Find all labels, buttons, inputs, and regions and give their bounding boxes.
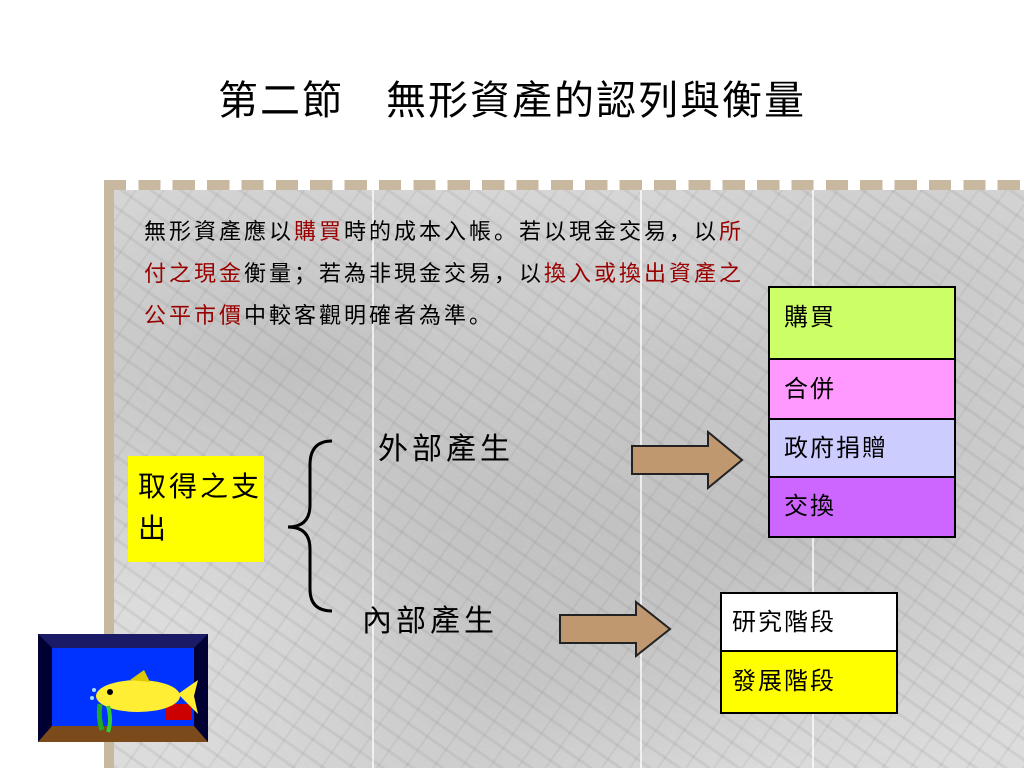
external-label: 外部產生 [378,432,514,467]
intro-highlight: 所付之現金 [144,220,745,287]
intro-text: 時的成本入帳。若以現金交易，以 [344,220,720,245]
curly-brace [287,439,333,613]
internal-list: 研究階段 發展階段 [720,592,898,714]
intro-text: 無形資產應以 [144,220,295,245]
intro-text: 衡量；若為非現金交易，以 [244,262,545,287]
intro-text: 中較客觀明確者為準。 [244,304,495,329]
arrow-right-icon [559,600,672,658]
internal-item-development: 發展階段 [722,652,896,712]
fish-tank-icon [38,634,208,742]
source-box: 取得之支出 [128,456,264,562]
external-item-exchange: 交換 [770,478,954,536]
slide-title: 第二節 無形資產的認列與衡量 [218,78,806,124]
intro-highlight: 購買 [294,220,345,245]
arrow-right-icon [631,430,744,490]
external-item-purchase: 購買 [770,288,954,360]
external-item-donation: 政府捐贈 [770,420,954,478]
external-list: 購買 合併 政府捐贈 交換 [768,286,956,538]
internal-item-research: 研究階段 [722,594,896,652]
intro-paragraph: 無形資產應以購買時的成本入帳。若以現金交易，以所付之現金衡量；若為非現金交易，以… [144,212,764,338]
panel-divider [372,190,374,768]
panel-divider [640,190,642,768]
internal-label: 內部產生 [362,604,498,639]
external-item-merger: 合併 [770,360,954,420]
intro-highlight: 換入或換出資產之公平市價 [144,262,745,329]
